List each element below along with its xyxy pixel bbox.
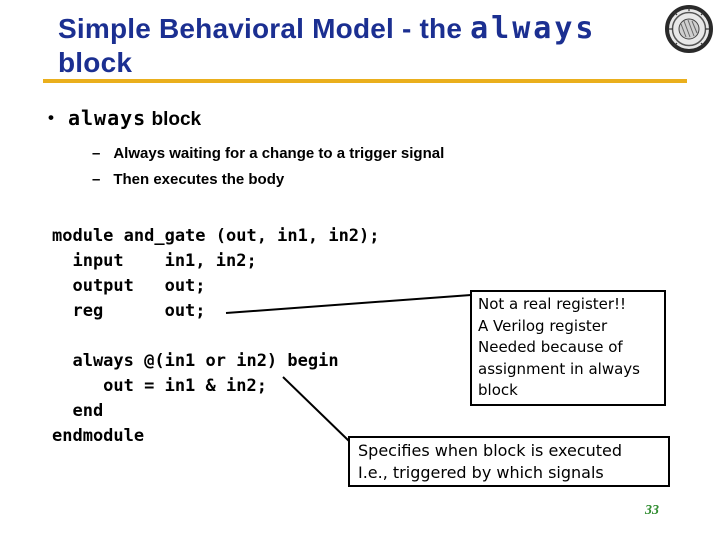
bullet-rest: block [146, 109, 202, 130]
university-seal-logo [665, 5, 713, 53]
title-underline-rule [43, 79, 687, 83]
sub-bullet-text: Always waiting for a change to a trigger… [113, 145, 445, 162]
bullet-marker: • [48, 108, 54, 127]
callout-register-note: Not a real register!! A Verilog register… [470, 290, 666, 406]
slide-title-text: Simple Behavioral Model - the [58, 13, 471, 44]
sub-bullet-trigger-wait: –Always waiting for a change to a trigge… [92, 145, 444, 162]
slide-title-line2: block [58, 47, 133, 78]
dash-marker: – [92, 171, 101, 188]
bullet-keyword: always [67, 106, 147, 130]
verilog-code-listing: module and_gate (out, in1, in2); input i… [52, 226, 380, 446]
slide-title: Simple Behavioral Model - the always blo… [58, 12, 658, 80]
sub-bullet-text: Then executes the body [113, 171, 285, 188]
sub-bullet-executes-body: –Then executes the body [92, 171, 284, 188]
bullet-always-block: • always block [48, 106, 201, 131]
dash-marker: – [92, 145, 101, 162]
callout-trigger-note: Specifies when block is executed I.e., t… [348, 436, 670, 487]
slide-title-keyword: always [470, 11, 597, 46]
page-number: 33 [645, 503, 659, 518]
